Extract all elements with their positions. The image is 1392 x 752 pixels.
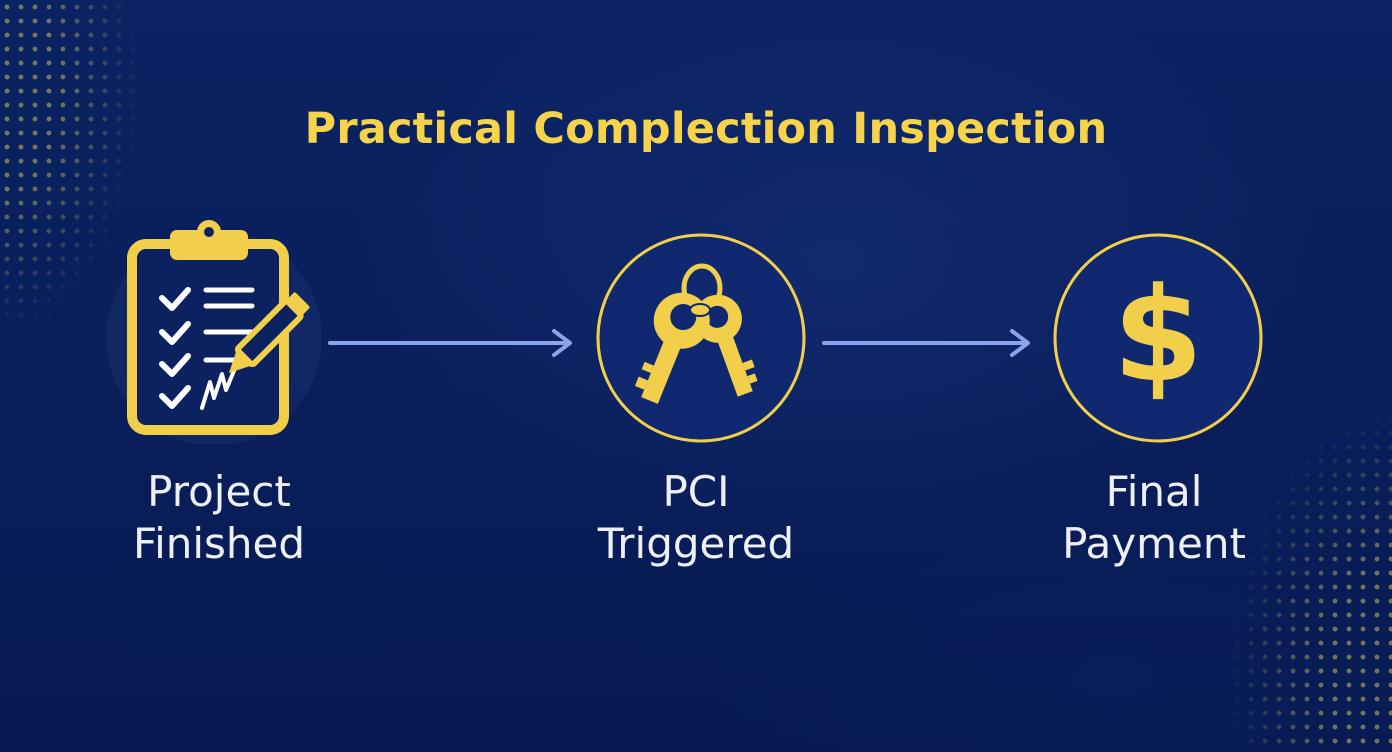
- step-3-label: Final Payment: [1004, 466, 1304, 570]
- connector-arrow-1: [328, 329, 572, 357]
- step-3-label-line-2: Payment: [1062, 519, 1246, 568]
- dollar-icon: $: [1053, 233, 1263, 443]
- step-1-label: Project Finished: [69, 466, 369, 570]
- step-2-label-line-1: PCI: [662, 467, 730, 516]
- step-1-label-line-2: Finished: [132, 519, 306, 568]
- clipboard-checklist-icon: [106, 220, 322, 446]
- diagram-title: Practical Complection Inspection: [304, 104, 1108, 154]
- step-2-label: PCI Triggered: [546, 466, 846, 570]
- step-3-icon-container: $: [1050, 230, 1270, 450]
- keys-icon: [596, 233, 806, 443]
- step-3-label-line-1: Final: [1105, 467, 1203, 516]
- step-1-label-line-1: Project: [147, 467, 291, 516]
- connector-arrow-2: [822, 329, 1030, 357]
- step-2-label-line-2: Triggered: [597, 519, 795, 568]
- step-1-icon-container: [102, 214, 332, 446]
- svg-text:$: $: [1113, 259, 1203, 411]
- step-2-icon-container: [592, 230, 812, 450]
